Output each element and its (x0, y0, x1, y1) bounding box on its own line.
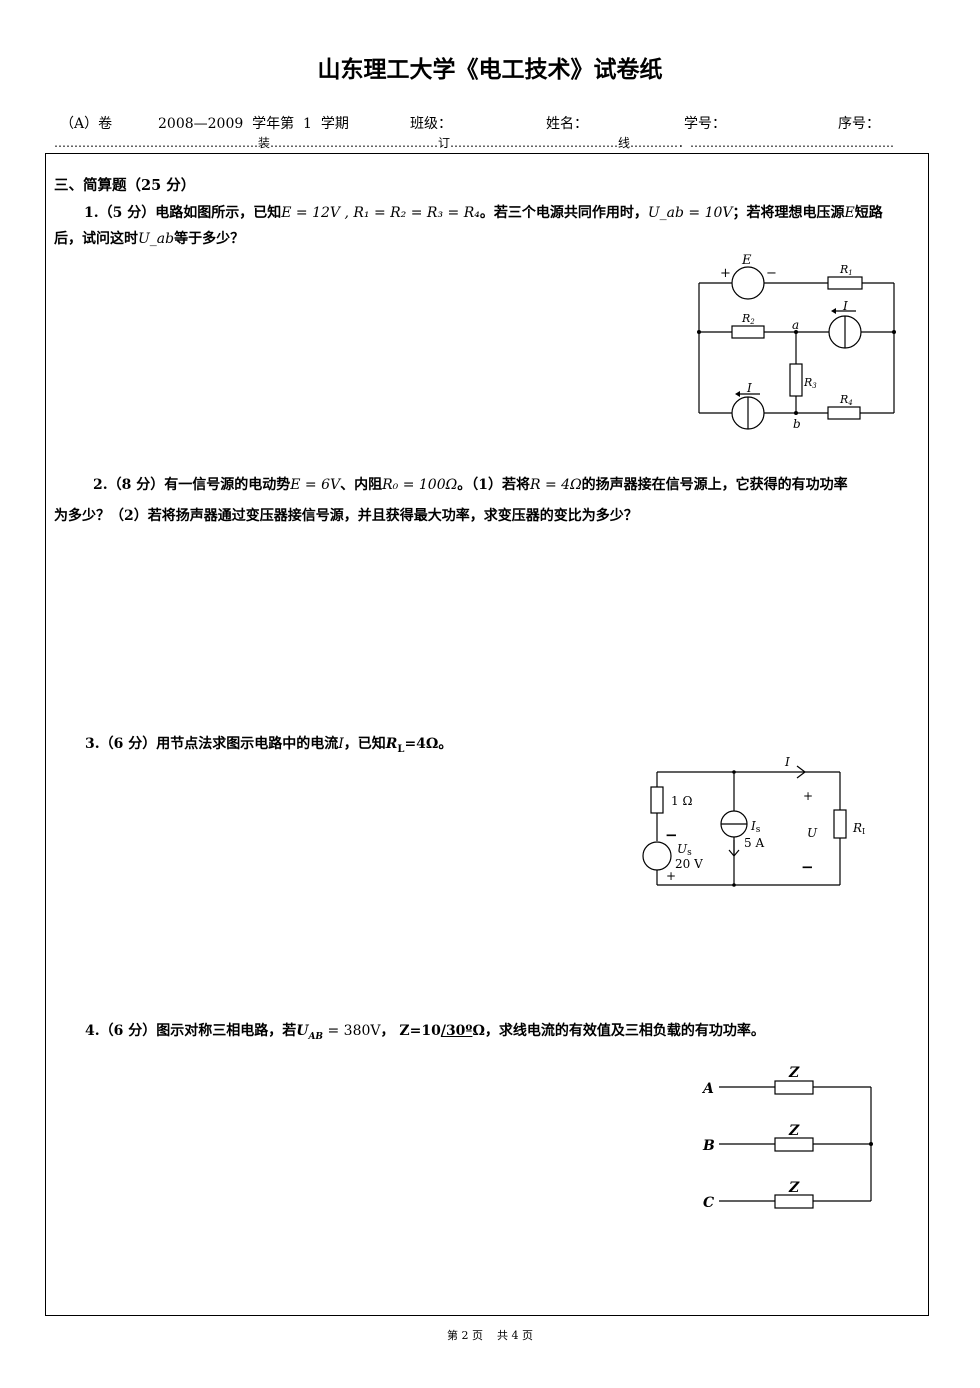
section-title: 三、简算题（25 分） (54, 177, 196, 194)
c1-R4-label: R4 (839, 393, 853, 407)
c3-RL-label: RL (852, 821, 865, 836)
page-footer: 第 2 页 共 4 页 (447, 1329, 533, 1342)
c1-R2-label: R2 (741, 312, 755, 326)
c4-Z-label-1: Z (788, 1065, 800, 1081)
question-4: 4.（6 分）图示对称三相电路，若UAB = 380V， Z=10/30ºΩ，求… (85, 1023, 765, 1042)
paper-label: （A）卷 (60, 116, 113, 132)
c3-plus-left: + (666, 869, 676, 883)
question-2: 2.（8 分）有一信号源的电动势E = 6V、内阻R₀ = 100Ω。（1）若将… (54, 477, 848, 524)
answer-frame (45, 153, 929, 1316)
c4-C-label: C (703, 1195, 714, 1211)
question-1: 1.（5 分）电路如图所示，已知E = 12V , R₁ = R₂ = R₃ =… (54, 205, 883, 247)
c4-A-label: A (701, 1081, 714, 1097)
c3-I-label: I (784, 755, 790, 769)
c3-minus-left: − (665, 826, 678, 844)
c1-I-top: I (842, 299, 848, 313)
student-id-label: 学号： (684, 116, 726, 132)
c3-R1-label: 1 Ω (671, 794, 692, 808)
c1-R3-label: R3 (803, 376, 817, 390)
c1-minus: − (766, 266, 777, 281)
circuit-diagram-3: I 1 Ω Is 5 A Us 20 V − + + U − RL (642, 755, 865, 887)
c4-B-label: B (702, 1138, 715, 1154)
c3-Us-label: Us (677, 842, 692, 858)
c1-R1-label: R1 (839, 263, 853, 277)
c1-node-b: b (793, 417, 801, 431)
binding-line: ……………………………………………装……………………………………订…………………… (54, 136, 895, 150)
term-label: 2008—2009 学年第 1 学期 (158, 116, 349, 132)
c1-plus: + (720, 266, 731, 281)
c4-Z-label-2: Z (788, 1123, 800, 1139)
c1-I-bottom: I (746, 381, 752, 395)
c3-Is-label: Is (750, 819, 761, 835)
seq-label: 序号： (838, 116, 880, 132)
c3-Us-value: 20 V (675, 857, 703, 871)
circuit-diagram-1: + − E R1 R2 R3 R4 I I a b (697, 253, 896, 431)
c3-minus-right: − (801, 858, 814, 876)
class-label: 班级： (410, 116, 452, 132)
c1-node-a: a (792, 318, 799, 332)
question-3: 3.（6 分）用节点法求图示电路中的电流I，已知RL=4Ω。 (85, 736, 453, 755)
circuit-diagram-4: A B C Z Z Z (701, 1065, 873, 1211)
c3-Is-value: 5 A (744, 836, 764, 850)
page-title: 山东理工大学《电工技术》试卷纸 (317, 56, 663, 83)
c3-plus-right: + (803, 789, 813, 803)
c4-Z-label-3: Z (788, 1180, 800, 1196)
name-label: 姓名： (546, 116, 588, 132)
c3-U-label: U (807, 826, 818, 840)
c1-E-label: E (741, 253, 752, 268)
